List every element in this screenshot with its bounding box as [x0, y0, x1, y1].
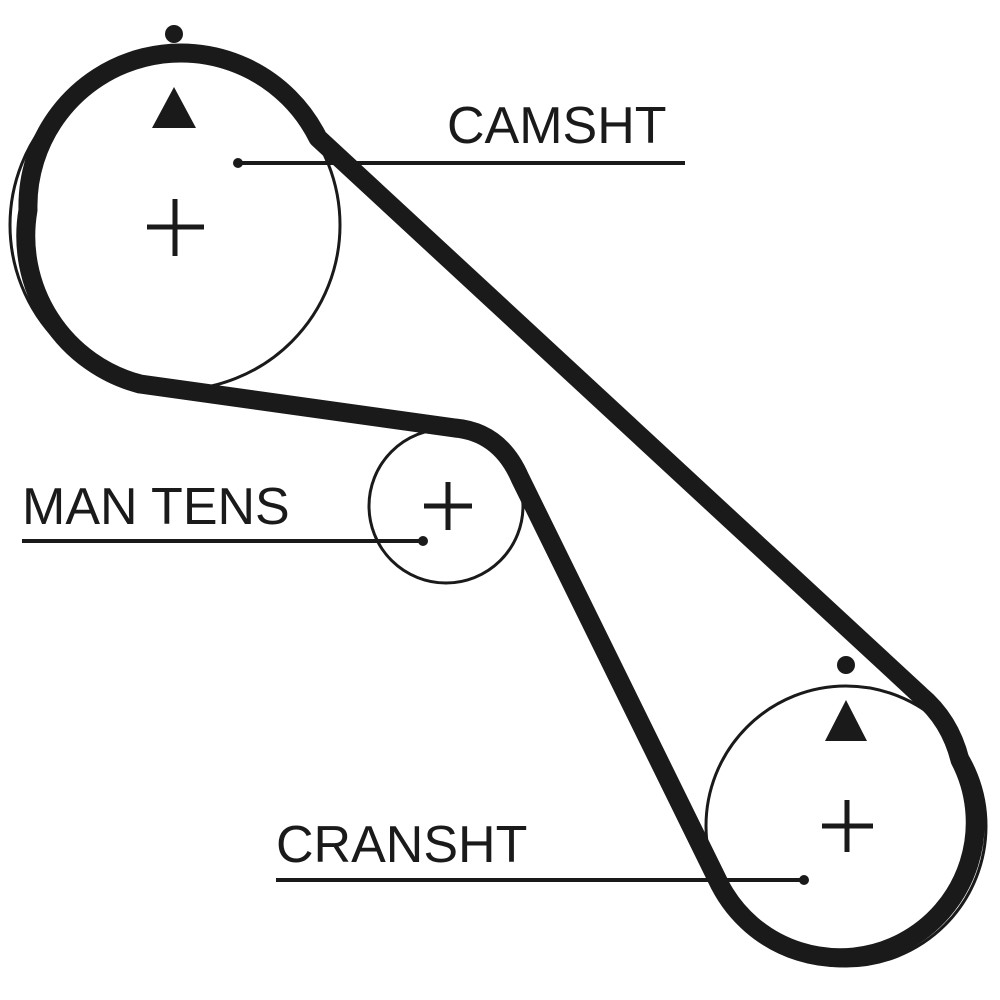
crankshaft-center-icon	[822, 800, 873, 852]
timing-belt	[16, 43, 985, 968]
camshaft-center-icon	[147, 199, 204, 256]
camshaft-timing-arrow-icon	[152, 87, 196, 128]
camshaft-timing-dot-icon	[165, 25, 183, 43]
crankshaft-timing-arrow-icon	[825, 700, 867, 741]
crankshaft-label: CRANSHT	[276, 816, 527, 874]
tensioner-center-icon	[424, 482, 472, 530]
crankshaft-leader	[276, 875, 809, 885]
camshaft-label: CAMSHT	[447, 97, 667, 155]
camshaft-leader	[233, 158, 685, 168]
tensioner-label: MAN TENS	[22, 478, 290, 536]
crankshaft-timing-dot-icon	[837, 656, 855, 674]
tensioner-leader	[22, 536, 428, 546]
